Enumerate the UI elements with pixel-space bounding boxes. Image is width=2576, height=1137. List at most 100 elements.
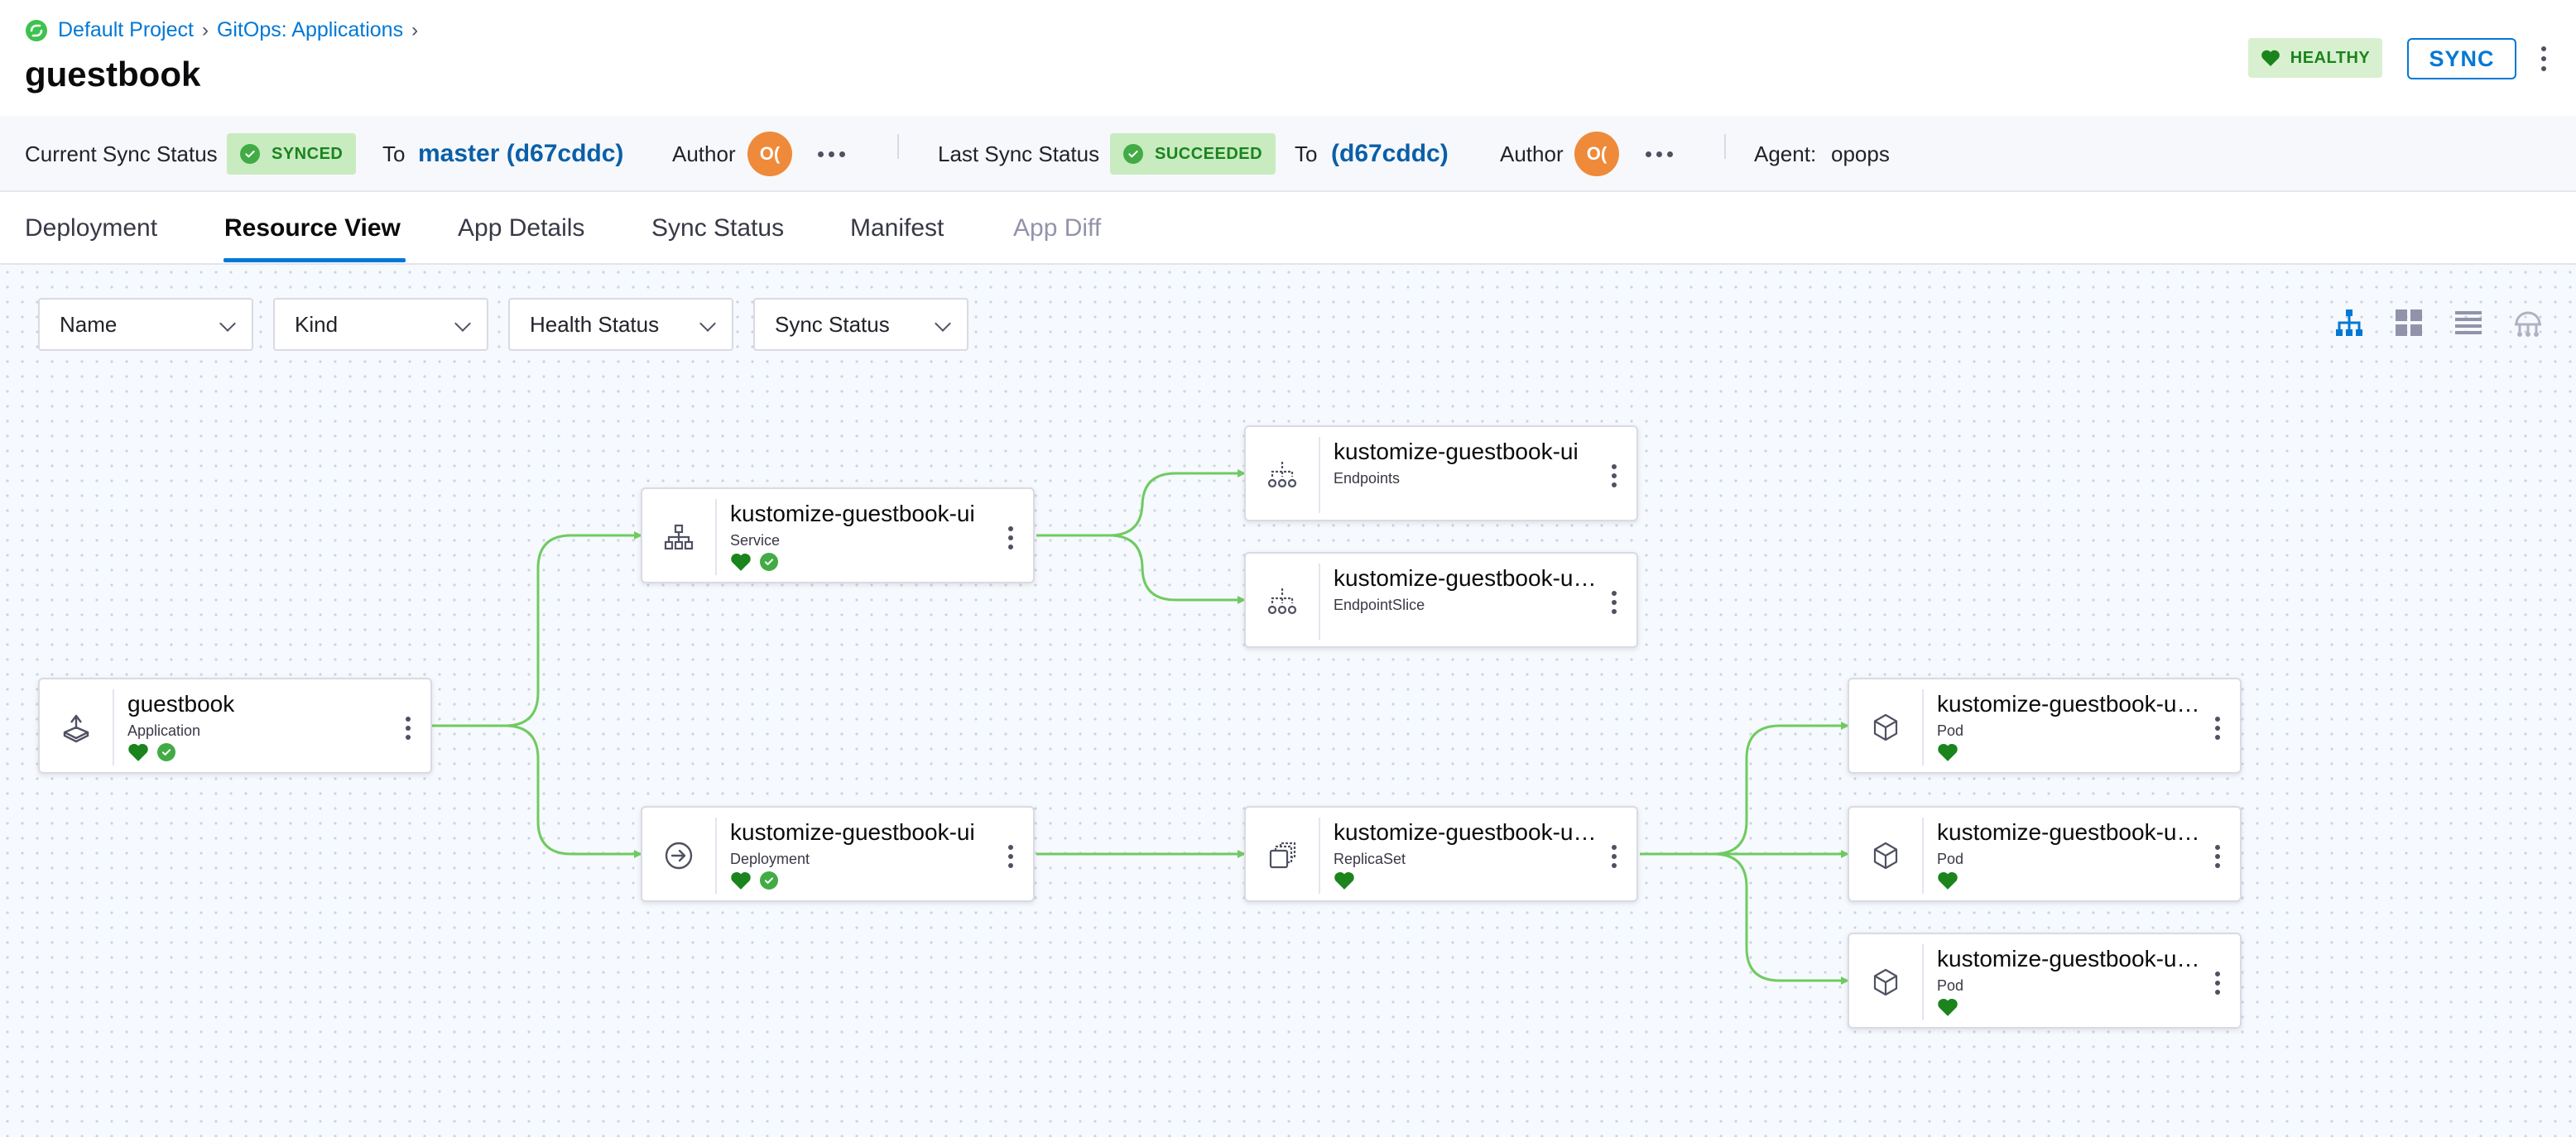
active-tab-indicator: [223, 258, 406, 262]
page-header: Default Project › GitOps: Applications ›…: [0, 0, 2576, 116]
resource-name: kustomize-guestbook-ui-...: [1937, 819, 2202, 845]
filter-name[interactable]: Name: [38, 298, 253, 351]
filter-health-status-label: Health Status: [530, 311, 660, 337]
resource-node-endpoints[interactable]: kustomize-guestbook-ui Endpoints: [1244, 425, 1638, 521]
resource-kind: Application: [127, 722, 201, 739]
chevron-right-icon: ›: [411, 18, 419, 41]
resource-kind: Pod: [1937, 851, 1964, 867]
healthy-heart-icon: [1938, 743, 1958, 761]
sync-status-bar: Current Sync Status SYNCED To master (d6…: [0, 116, 2576, 192]
node-menu-icon[interactable]: [1610, 841, 1618, 872]
node-menu-icon[interactable]: [1007, 522, 1015, 554]
endpointslice-icon: [1246, 564, 1320, 640]
resource-node-endpointslice[interactable]: kustomize-guestbook-ui-... EndpointSlice: [1244, 552, 1638, 648]
list-view-icon[interactable]: [2452, 306, 2485, 339]
last-more-icon[interactable]: [1646, 151, 1673, 157]
last-sync-status-text: SUCCEEDED: [1155, 144, 1263, 163]
synced-check-icon: [157, 743, 175, 761]
agent-value[interactable]: opops: [1831, 141, 1890, 166]
node-menu-icon[interactable]: [2213, 712, 2222, 744]
filter-health-status[interactable]: Health Status: [508, 298, 733, 351]
last-sync-status-badge: SUCCEEDED: [1110, 133, 1276, 175]
filter-name-label: Name: [60, 311, 118, 337]
resource-node-pod[interactable]: kustomize-guestbook-ui-... Pod: [1848, 678, 2242, 774]
node-menu-icon[interactable]: [1610, 587, 1618, 618]
application-icon: [40, 689, 114, 765]
resource-name: kustomize-guestbook-ui-...: [1334, 819, 1598, 845]
resource-name: kustomize-guestbook-ui-...: [1937, 946, 2202, 971]
current-sync-status-label: Current Sync Status: [25, 141, 218, 166]
resource-node-application[interactable]: guestbook Application: [38, 678, 432, 774]
resource-node-service[interactable]: kustomize-guestbook-ui Service: [641, 487, 1035, 583]
last-author-avatar[interactable]: O(: [1574, 132, 1619, 176]
node-menu-icon[interactable]: [1610, 460, 1618, 492]
resource-name: kustomize-guestbook-ui-...: [1937, 691, 2202, 717]
resource-kind: Pod: [1937, 722, 1964, 739]
resource-node-replicaset[interactable]: kustomize-guestbook-ui-... ReplicaSet: [1244, 806, 1638, 902]
tab-manifest[interactable]: Manifest: [850, 214, 944, 242]
healthy-heart-icon: [731, 871, 751, 890]
breadcrumb-item-project[interactable]: Default Project: [58, 18, 194, 41]
resource-node-deployment[interactable]: kustomize-guestbook-ui Deployment: [641, 806, 1035, 902]
resource-name: guestbook: [127, 691, 235, 717]
tab-resource-view[interactable]: Resource View: [224, 214, 401, 242]
last-sync-status-label: Last Sync Status: [938, 141, 1100, 166]
pod-icon: [1849, 818, 1924, 894]
healthy-heart-icon: [731, 553, 751, 571]
synced-check-icon: [760, 553, 778, 571]
node-menu-icon[interactable]: [2213, 841, 2222, 872]
sync-button[interactable]: SYNC: [2407, 38, 2516, 79]
breadcrumb-item-applications[interactable]: GitOps: Applications: [216, 18, 404, 41]
tab-sync-status[interactable]: Sync Status: [651, 214, 785, 242]
current-sync-status-badge: SYNCED: [227, 133, 357, 175]
health-status-label: HEALTHY: [2290, 48, 2371, 67]
tree-view-icon[interactable]: [2333, 306, 2366, 339]
resource-kind: Endpoints: [1334, 470, 1401, 487]
resource-kind: Pod: [1937, 977, 1964, 994]
last-commit-link[interactable]: (d67cddc): [1331, 140, 1449, 167]
current-to-label: To: [382, 141, 406, 166]
healthy-heart-icon: [1938, 871, 1958, 890]
healthy-heart-icon: [1334, 871, 1354, 890]
grid-view-icon[interactable]: [2392, 306, 2425, 339]
node-menu-icon[interactable]: [1007, 841, 1015, 872]
more-options-icon[interactable]: [2536, 38, 2551, 79]
last-author-label: Author: [1500, 141, 1564, 166]
resource-kind: ReplicaSet: [1334, 851, 1406, 867]
filter-kind-label: Kind: [295, 311, 339, 337]
resource-kind: Service: [730, 532, 781, 549]
last-to-label: To: [1295, 141, 1318, 166]
resource-kind: Deployment: [730, 851, 810, 867]
page-title: guestbook: [25, 55, 201, 94]
current-author-avatar[interactable]: O(: [747, 132, 792, 176]
chevron-down-icon: [935, 315, 951, 332]
check-circle-icon: [240, 144, 260, 164]
tab-app-diff[interactable]: App Diff: [1013, 214, 1102, 242]
service-icon: [642, 499, 717, 575]
tab-app-details[interactable]: App Details: [458, 214, 585, 242]
chevron-down-icon: [454, 315, 471, 332]
filter-sync-status[interactable]: Sync Status: [753, 298, 968, 351]
current-commit-link[interactable]: master (d67cddc): [418, 140, 624, 167]
current-more-icon[interactable]: [818, 151, 845, 157]
network-view-icon[interactable]: [2511, 306, 2545, 339]
resource-name: kustomize-guestbook-ui: [730, 819, 975, 845]
filter-kind[interactable]: Kind: [273, 298, 488, 351]
resource-kind: EndpointSlice: [1334, 597, 1425, 613]
current-author-label: Author: [672, 141, 736, 166]
pod-icon: [1849, 944, 1924, 1020]
replicaset-icon: [1246, 818, 1320, 894]
tab-deployment[interactable]: Deployment: [25, 214, 158, 242]
tab-bar: Deployment Resource View App Details Syn…: [0, 192, 2576, 265]
resource-node-pod[interactable]: kustomize-guestbook-ui-... Pod: [1848, 806, 2242, 902]
resource-name: kustomize-guestbook-ui-...: [1334, 565, 1598, 591]
synced-check-icon: [760, 871, 778, 890]
resource-name: kustomize-guestbook-ui: [1334, 439, 1579, 464]
pod-icon: [1849, 689, 1924, 765]
filter-sync-status-label: Sync Status: [775, 311, 890, 337]
node-menu-icon[interactable]: [404, 712, 412, 744]
chevron-right-icon: ›: [201, 18, 209, 41]
node-menu-icon[interactable]: [2213, 967, 2222, 999]
health-status-badge: HEALTHY: [2248, 38, 2382, 78]
resource-node-pod[interactable]: kustomize-guestbook-ui-... Pod: [1848, 933, 2242, 1029]
